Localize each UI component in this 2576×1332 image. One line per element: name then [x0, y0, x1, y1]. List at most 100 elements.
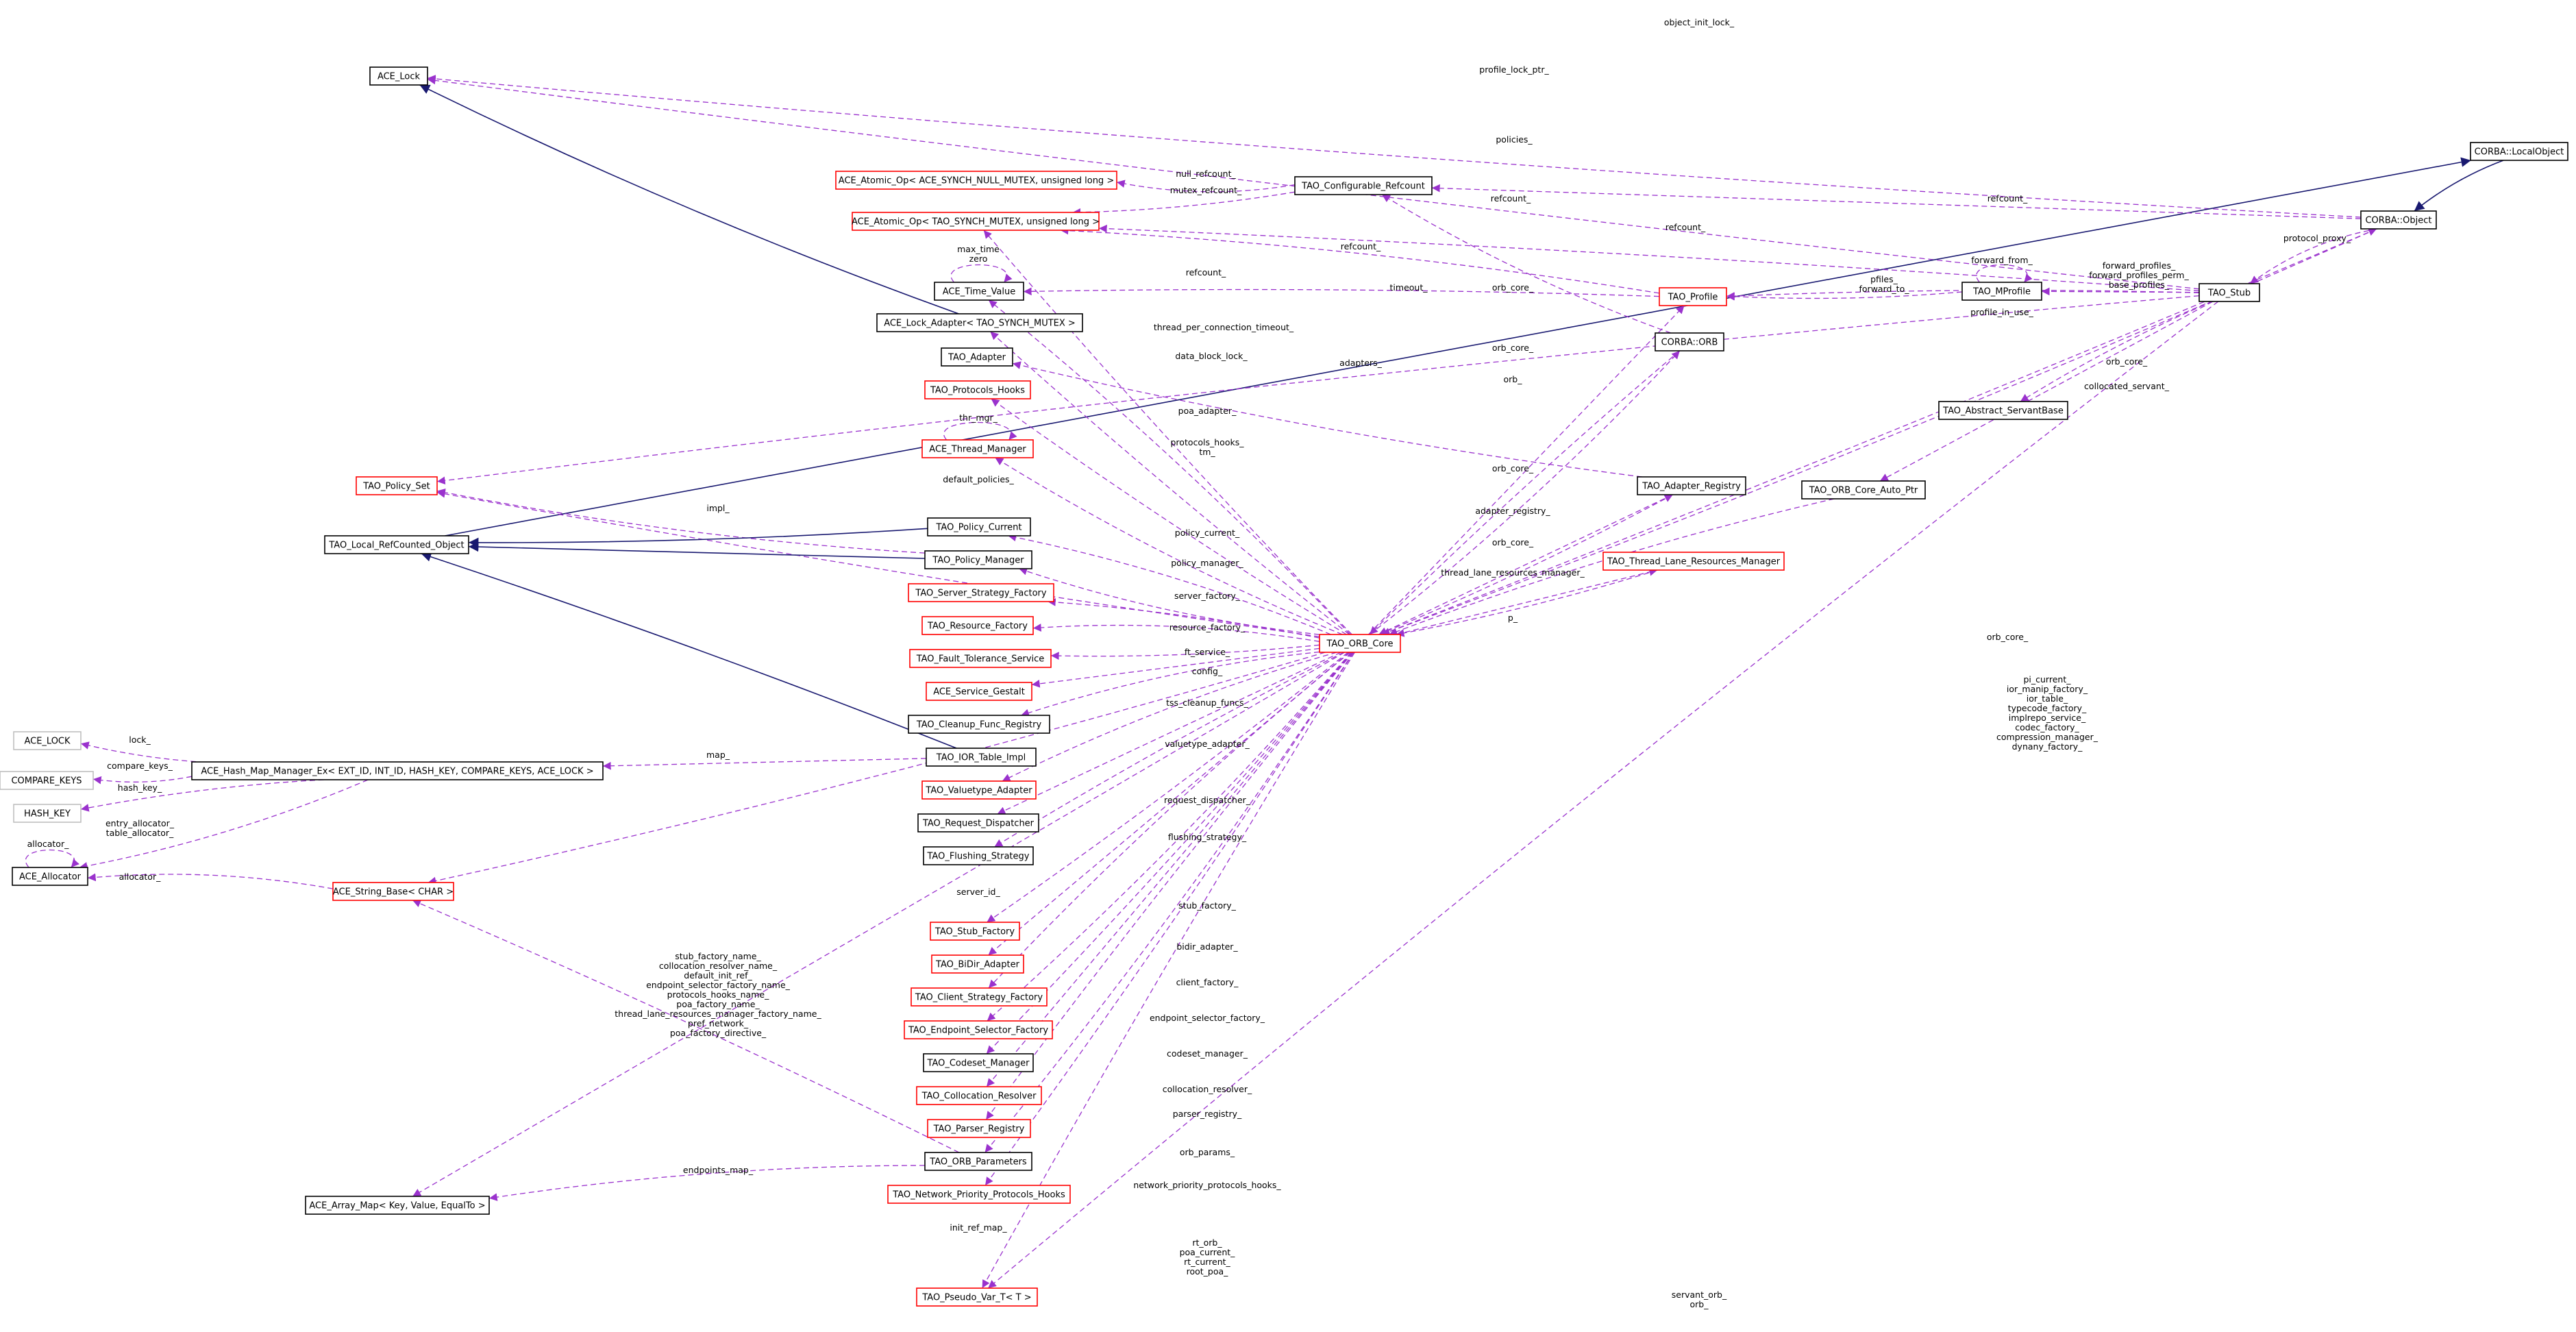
node-tao-protocols-hooks[interactable]: TAO_Protocols_Hooks	[924, 380, 1031, 399]
node-box-ace-time-value[interactable]	[934, 282, 1024, 301]
node-box-tao-protocols-hooks[interactable]	[924, 380, 1031, 399]
node-tao-flushing-strategy[interactable]: TAO_Flushing_Strategy	[923, 846, 1034, 865]
node-box-tao-thread-lane[interactable]	[1602, 552, 1785, 571]
node-tao-policy-current[interactable]: TAO_Policy_Current	[927, 517, 1031, 536]
node-tao-ior-table-impl[interactable]: TAO_IOR_Table_Impl	[926, 748, 1037, 767]
node-box-corba-orb[interactable]	[1655, 332, 1724, 352]
node-box-tao-cleanup[interactable]	[908, 715, 1050, 734]
node-tao-local-refcounted[interactable]: TAO_Local_RefCounted_Object	[324, 535, 469, 554]
node-tao-valuetype-adapter[interactable]: TAO_Valuetype_Adapter	[921, 780, 1037, 800]
node-tao-client-strategy[interactable]: TAO_Client_Strategy_Factory	[911, 987, 1048, 1007]
node-box-tao-fault-tolerance[interactable]	[909, 649, 1052, 668]
node-box-tao-parser-registry[interactable]	[927, 1119, 1031, 1138]
node-box-corba-object[interactable]	[2360, 210, 2437, 230]
node-ace-array-map[interactable]: ACE_Array_Map< Key, Value, EqualTo >	[305, 1196, 490, 1215]
node-tao-policy-set[interactable]: TAO_Policy_Set	[356, 476, 438, 495]
node-box-tao-mprofile[interactable]	[1961, 282, 2042, 301]
node-tao-fault-tolerance[interactable]: TAO_Fault_Tolerance_Service	[909, 649, 1052, 668]
node-box-tao-bidir-adapter[interactable]	[931, 954, 1024, 974]
node-box-tao-stub-factory[interactable]	[930, 922, 1020, 941]
node-ace-lock-sm[interactable]: ACE_LOCK	[13, 731, 82, 750]
node-tao-pseudo-var[interactable]: TAO_Pseudo_Var_T< T >	[916, 1287, 1038, 1307]
node-tao-abstract-servantbase[interactable]: TAO_Abstract_ServantBase	[1938, 401, 2068, 420]
node-tao-request-dispatcher[interactable]: TAO_Request_Dispatcher	[917, 813, 1039, 832]
node-box-tao-network-priority[interactable]	[887, 1185, 1071, 1204]
node-corba-orb[interactable]: CORBA::ORB	[1655, 332, 1724, 352]
node-tao-collocation-resolver[interactable]: TAO_Collocation_Resolver	[916, 1086, 1042, 1105]
node-box-tao-policy-current[interactable]	[927, 517, 1031, 536]
node-box-tao-client-strategy[interactable]	[911, 987, 1048, 1007]
node-box-corba-localobject[interactable]	[2470, 142, 2568, 161]
node-tao-endpoint-selector[interactable]: TAO_Endpoint_Selector_Factory	[904, 1020, 1053, 1039]
node-ace-atomic-tao[interactable]: ACE_Atomic_Op< TAO_SYNCH_MUTEX, unsigned…	[852, 212, 1100, 231]
node-box-ace-lock[interactable]	[369, 66, 428, 86]
node-box-tao-collocation-resolver[interactable]	[916, 1086, 1042, 1105]
node-tao-cleanup[interactable]: TAO_Cleanup_Func_Registry	[908, 715, 1050, 734]
node-box-tao-local-refcounted[interactable]	[324, 535, 469, 554]
node-box-tao-orb-core-auto-ptr[interactable]	[1801, 480, 1926, 500]
node-ace-string-base[interactable]: ACE_String_Base< CHAR >	[332, 882, 454, 901]
node-tao-stub-factory[interactable]: TAO_Stub_Factory	[930, 922, 1020, 941]
node-box-ace-lock-sm[interactable]	[13, 731, 82, 750]
node-box-ace-string-base[interactable]	[332, 882, 454, 901]
node-ace-time-value[interactable]: ACE_Time_Value	[934, 282, 1024, 301]
node-box-hash-key[interactable]	[13, 804, 82, 823]
node-box-ace-service-gestalt[interactable]	[926, 682, 1032, 701]
node-ace-hash-map[interactable]: ACE_Hash_Map_Manager_Ex< EXT_ID, INT_ID,…	[191, 761, 604, 780]
node-box-tao-stub[interactable]	[2199, 283, 2260, 302]
node-box-tao-valuetype-adapter[interactable]	[921, 780, 1037, 800]
node-corba-object[interactable]: CORBA::Object	[2360, 210, 2437, 230]
node-box-tao-orb-parameters[interactable]	[924, 1152, 1032, 1171]
node-box-ace-thread-manager[interactable]	[921, 439, 1034, 458]
node-box-ace-atomic-null[interactable]	[835, 171, 1117, 190]
node-box-tao-pseudo-var[interactable]	[916, 1287, 1038, 1307]
node-tao-adapter-registry[interactable]: TAO_Adapter_Registry	[1637, 476, 1746, 495]
node-tao-configurable-refcount[interactable]: TAO_Configurable_Refcount	[1294, 176, 1433, 195]
node-box-tao-resource-factory[interactable]	[921, 616, 1034, 635]
node-box-tao-adapter-registry[interactable]	[1637, 476, 1746, 495]
node-hash-key[interactable]: HASH_KEY	[13, 804, 82, 823]
node-box-ace-allocator[interactable]	[12, 867, 88, 886]
node-tao-codeset-manager[interactable]: TAO_Codeset_Manager	[923, 1053, 1034, 1072]
node-box-tao-ior-table-impl[interactable]	[926, 748, 1037, 767]
node-ace-thread-manager[interactable]: ACE_Thread_Manager	[921, 439, 1034, 458]
node-ace-lock[interactable]: ACE_Lock	[369, 66, 428, 86]
node-tao-network-priority[interactable]: TAO_Network_Priority_Protocols_Hooks	[887, 1185, 1071, 1204]
node-tao-parser-registry[interactable]: TAO_Parser_Registry	[927, 1119, 1031, 1138]
node-box-tao-codeset-manager[interactable]	[923, 1053, 1034, 1072]
node-tao-bidir-adapter[interactable]: TAO_BiDir_Adapter	[931, 954, 1024, 974]
node-box-tao-policy-manager[interactable]	[924, 550, 1032, 569]
node-ace-lock-adapter[interactable]: ACE_Lock_Adapter< TAO_SYNCH_MUTEX >	[876, 313, 1083, 332]
node-tao-profile[interactable]: TAO_Profile	[1659, 287, 1727, 306]
node-box-compare-keys[interactable]	[0, 771, 94, 790]
node-ace-service-gestalt[interactable]: ACE_Service_Gestalt	[926, 682, 1032, 701]
node-box-tao-server-strategy-factory[interactable]	[908, 583, 1054, 602]
node-box-tao-configurable-refcount[interactable]	[1294, 176, 1433, 195]
node-box-ace-array-map[interactable]	[305, 1196, 490, 1215]
node-tao-orb-core[interactable]: TAO_ORB_Core	[1319, 634, 1401, 653]
node-box-tao-abstract-servantbase[interactable]	[1938, 401, 2068, 420]
node-tao-mprofile[interactable]: TAO_MProfile	[1961, 282, 2042, 301]
node-box-tao-orb-core[interactable]	[1319, 634, 1401, 653]
node-box-tao-flushing-strategy[interactable]	[923, 846, 1034, 865]
node-box-tao-profile[interactable]	[1659, 287, 1727, 306]
node-box-ace-atomic-tao[interactable]	[852, 212, 1100, 231]
node-tao-stub[interactable]: TAO_Stub	[2199, 283, 2260, 302]
node-box-tao-policy-set[interactable]	[356, 476, 438, 495]
node-tao-adapter[interactable]: TAO_Adapter	[941, 347, 1013, 367]
node-ace-atomic-null[interactable]: ACE_Atomic_Op< ACE_SYNCH_NULL_MUTEX, uns…	[835, 171, 1117, 190]
node-box-tao-adapter[interactable]	[941, 347, 1013, 367]
node-tao-thread-lane[interactable]: TAO_Thread_Lane_Resources_Manager	[1602, 552, 1785, 571]
node-tao-orb-parameters[interactable]: TAO_ORB_Parameters	[924, 1152, 1032, 1171]
node-ace-allocator[interactable]: ACE_Allocator	[12, 867, 88, 886]
node-box-ace-lock-adapter[interactable]	[876, 313, 1083, 332]
node-tao-orb-core-auto-ptr[interactable]: TAO_ORB_Core_Auto_Ptr	[1801, 480, 1926, 500]
node-tao-server-strategy-factory[interactable]: TAO_Server_Strategy_Factory	[908, 583, 1054, 602]
node-compare-keys[interactable]: COMPARE_KEYS	[0, 771, 94, 790]
node-tao-resource-factory[interactable]: TAO_Resource_Factory	[921, 616, 1034, 635]
node-box-ace-hash-map[interactable]	[191, 761, 604, 780]
node-tao-policy-manager[interactable]: TAO_Policy_Manager	[924, 550, 1032, 569]
node-box-tao-request-dispatcher[interactable]	[917, 813, 1039, 832]
node-box-tao-endpoint-selector[interactable]	[904, 1020, 1053, 1039]
node-corba-localobject[interactable]: CORBA::LocalObject	[2470, 142, 2568, 161]
